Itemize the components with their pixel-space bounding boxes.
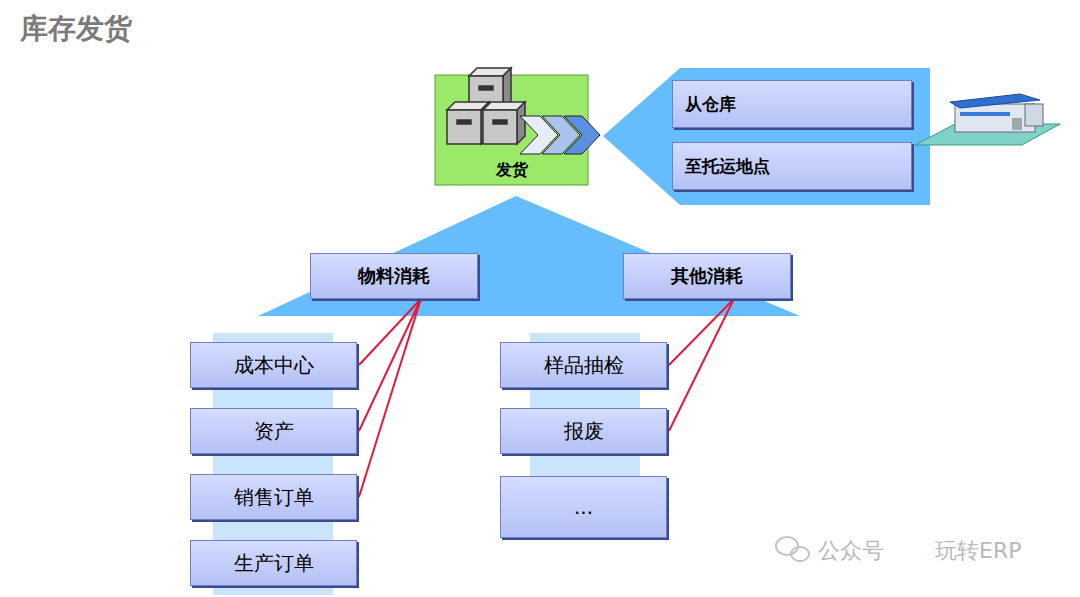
connector-line xyxy=(359,299,421,497)
item-box: 报废 xyxy=(500,408,667,454)
connector-line xyxy=(669,299,734,365)
watermark-text: 玩转ERP xyxy=(935,536,1021,566)
chevrons xyxy=(520,116,600,154)
connector-line xyxy=(359,299,421,431)
node-text: 资产 xyxy=(254,418,294,445)
watermark-text: 公众号 xyxy=(818,536,884,566)
issue-box: 发货 xyxy=(435,75,588,185)
source-box: 从仓库 xyxy=(672,80,912,128)
item-box: 资产 xyxy=(190,408,357,454)
node-text: 从仓库 xyxy=(685,93,736,116)
node-text: 样品抽检 xyxy=(544,352,624,379)
filing-boxes xyxy=(447,68,525,144)
node-text: 报废 xyxy=(564,418,604,445)
band-triangle xyxy=(258,196,800,316)
node-text: ... xyxy=(574,495,593,519)
page-title: 库存发货 xyxy=(20,10,132,48)
node-text: 销售订单 xyxy=(234,484,314,511)
item-box: 样品抽检 xyxy=(500,342,667,388)
item-box: ... xyxy=(500,476,667,538)
connector-line xyxy=(669,299,734,431)
warehouse-icon xyxy=(915,94,1060,145)
category-box: 其他消耗 xyxy=(623,253,791,299)
list-strips xyxy=(213,333,640,595)
item-box: 销售订单 xyxy=(190,474,357,520)
node-text: 物料消耗 xyxy=(358,264,430,288)
node-text: 其他消耗 xyxy=(671,264,743,288)
node-text: 至托运地点 xyxy=(685,155,770,178)
item-box: 成本中心 xyxy=(190,342,357,388)
destination-box: 至托运地点 xyxy=(672,142,912,190)
node-text: 成本中心 xyxy=(234,352,314,379)
callout-panel xyxy=(603,68,930,205)
watermark-icon xyxy=(776,537,809,561)
node-text: 生产订单 xyxy=(234,550,314,577)
item-box: 生产订单 xyxy=(190,540,357,586)
node-text: 发货 xyxy=(496,160,528,181)
category-box: 物料消耗 xyxy=(310,253,478,299)
